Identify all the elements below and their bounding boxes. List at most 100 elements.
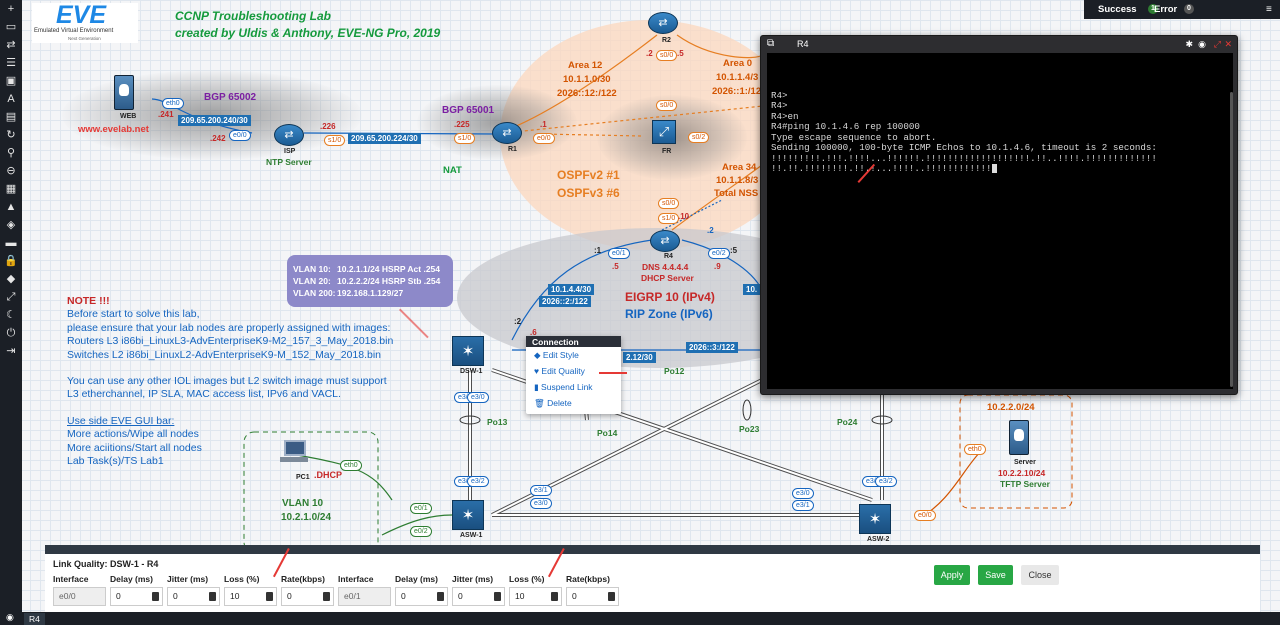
- edit-style-menu-item[interactable]: ◆ Edit Style: [526, 347, 621, 363]
- fullscreen-icon[interactable]: ⤢: [1213, 39, 1221, 49]
- power-icon[interactable]: ⏻: [6, 327, 16, 339]
- r4-e01-port[interactable]: e0/1: [608, 248, 630, 259]
- pc1-eth0-port[interactable]: eth0: [340, 460, 362, 471]
- exchange-icon[interactable]: ⇄: [6, 39, 16, 51]
- r2-s00-port[interactable]: s0/0: [656, 50, 678, 61]
- asw2-e30-left-port[interactable]: e3/0: [792, 488, 814, 499]
- edit-quality-menu-item[interactable]: ♥ Edit Quality: [526, 363, 621, 379]
- moon-icon[interactable]: ☾: [6, 309, 16, 321]
- zoom-out-icon[interactable]: ⊖: [6, 165, 16, 177]
- r1-router-node[interactable]: [492, 122, 522, 144]
- terminal-scrollbar[interactable]: [1230, 92, 1233, 387]
- server-eth0-port[interactable]: eth0: [964, 444, 986, 455]
- eye-icon[interactable]: ◉: [1198, 39, 1206, 49]
- web-server-node[interactable]: [114, 75, 134, 110]
- r1-e00-ip: .1: [540, 120, 547, 129]
- jitter-b-input[interactable]: 0: [452, 587, 505, 606]
- r2-router-node[interactable]: [648, 12, 678, 34]
- image-icon[interactable]: ▣: [5, 75, 17, 87]
- delay-a-input[interactable]: 0: [110, 587, 163, 606]
- asw2-e32-port[interactable]: e3/2: [875, 476, 897, 487]
- rate-b-input[interactable]: 0: [566, 587, 619, 606]
- console-tab-r4[interactable]: R4: [24, 613, 45, 625]
- apply-button[interactable]: Apply: [934, 565, 970, 585]
- isp-router-node[interactable]: [274, 124, 304, 146]
- asw1-switch-node[interactable]: [452, 500, 484, 530]
- suspend-link-menu-item[interactable]: ▮ Suspend Link: [526, 379, 621, 395]
- jitter-a-input[interactable]: 0: [167, 587, 220, 606]
- success-label[interactable]: Success: [1098, 4, 1137, 15]
- dsw1-ip-b: .6: [530, 328, 537, 337]
- asw1-e31-right-port[interactable]: e3/1: [530, 485, 552, 496]
- eye-icon[interactable]: ◉: [6, 612, 14, 622]
- r4-router-node[interactable]: [650, 230, 680, 252]
- tftp-server-node[interactable]: [1009, 420, 1029, 455]
- hdd-icon[interactable]: ▭: [5, 21, 17, 33]
- asw2-e31-left-port[interactable]: e3/1: [792, 500, 814, 511]
- loss-b-input[interactable]: 10: [509, 587, 562, 606]
- r4-e02-port[interactable]: e0/2: [708, 248, 730, 259]
- dsw1-e30-port[interactable]: e3/0: [467, 392, 489, 403]
- refresh-icon[interactable]: ↻: [6, 129, 16, 141]
- isp-s10-port[interactable]: s1/0: [324, 135, 346, 146]
- spinner-icon[interactable]: [209, 592, 216, 601]
- fullscreen-icon[interactable]: ⤢: [6, 291, 16, 303]
- settings-icon[interactable]: ✱: [1185, 39, 1193, 49]
- asw1-e01-port[interactable]: e0/1: [410, 503, 432, 514]
- education-icon[interactable]: ▲: [5, 201, 17, 213]
- asw1-e30-right-port[interactable]: e3/0: [530, 498, 552, 509]
- spinner-icon[interactable]: [494, 592, 501, 601]
- spinner-icon[interactable]: [551, 592, 558, 601]
- po24-label: Po24: [837, 417, 858, 427]
- spinner-icon[interactable]: [323, 592, 330, 601]
- close-button[interactable]: Close: [1021, 565, 1059, 585]
- text-icon[interactable]: A: [7, 93, 15, 105]
- tags-icon[interactable]: ◆: [6, 273, 16, 285]
- asw2-switch-node[interactable]: [859, 504, 891, 534]
- asw1-e02-port[interactable]: e0/2: [410, 526, 432, 537]
- fr-s02-port[interactable]: s0/2: [688, 132, 710, 143]
- spinner-icon[interactable]: [266, 592, 273, 601]
- r4-s10-port[interactable]: s1/0: [658, 213, 680, 224]
- terminal-line: !!!!!!!!!.!!!.!!!!...!!!!!!.!!!!!!!!!!!!…: [771, 152, 1157, 164]
- popout-icon[interactable]: ⧉: [767, 38, 775, 49]
- web-eth0-port[interactable]: eth0: [162, 98, 184, 109]
- interface-b-field: e0/1: [338, 587, 391, 606]
- table-icon[interactable]: ▦: [5, 183, 17, 195]
- rate-a-input[interactable]: 0: [281, 587, 334, 606]
- plus-icon[interactable]: +: [7, 3, 15, 15]
- menu-icon[interactable]: ≡: [1266, 4, 1272, 15]
- asw2-e00-port[interactable]: e0/0: [914, 510, 936, 521]
- topology-canvas[interactable]: EVE Emulated Virtual Environment Next Ge…: [22, 0, 1280, 545]
- r1-e00-port[interactable]: e0/0: [533, 133, 555, 144]
- list-icon[interactable]: ☰: [6, 57, 16, 69]
- list-alt-icon[interactable]: ▤: [5, 111, 17, 123]
- dsw1-switch-node[interactable]: [452, 336, 484, 366]
- loss-a-input[interactable]: 10: [224, 587, 277, 606]
- delay-a-value: 0: [116, 591, 121, 601]
- delete-menu-item[interactable]: 🗑 Delete: [526, 395, 621, 411]
- error-label[interactable]: Error: [1154, 4, 1178, 15]
- close-icon[interactable]: ✕: [1224, 39, 1232, 49]
- po13-label: Po13: [487, 417, 508, 427]
- isp-e00-port[interactable]: e0/0: [229, 130, 251, 141]
- comment-icon[interactable]: ▬: [5, 237, 17, 249]
- lock-icon[interactable]: 🔒: [4, 255, 18, 267]
- save-button[interactable]: Save: [978, 565, 1013, 585]
- r4-s00-port[interactable]: s0/0: [658, 198, 680, 209]
- layers-icon[interactable]: ◈: [6, 219, 16, 231]
- spinner-icon[interactable]: [152, 592, 159, 601]
- delay-b-input[interactable]: 0: [395, 587, 448, 606]
- spinner-icon[interactable]: [437, 592, 444, 601]
- fr-s00-port[interactable]: s0/0: [656, 100, 678, 111]
- log-out-icon[interactable]: ⇥: [6, 345, 16, 357]
- pc1-node[interactable]: [280, 440, 308, 464]
- spinner-icon[interactable]: [608, 592, 615, 601]
- r1-s10-port[interactable]: s1/0: [454, 133, 476, 144]
- console-titlebar[interactable]: ⧉ R4 ✱ ◉ ⤢ ✕: [761, 36, 1237, 52]
- search-icon[interactable]: ⚲: [6, 147, 16, 159]
- fr-switch-node[interactable]: ⤢: [652, 120, 676, 144]
- asw1-e32-port[interactable]: e3/2: [467, 476, 489, 487]
